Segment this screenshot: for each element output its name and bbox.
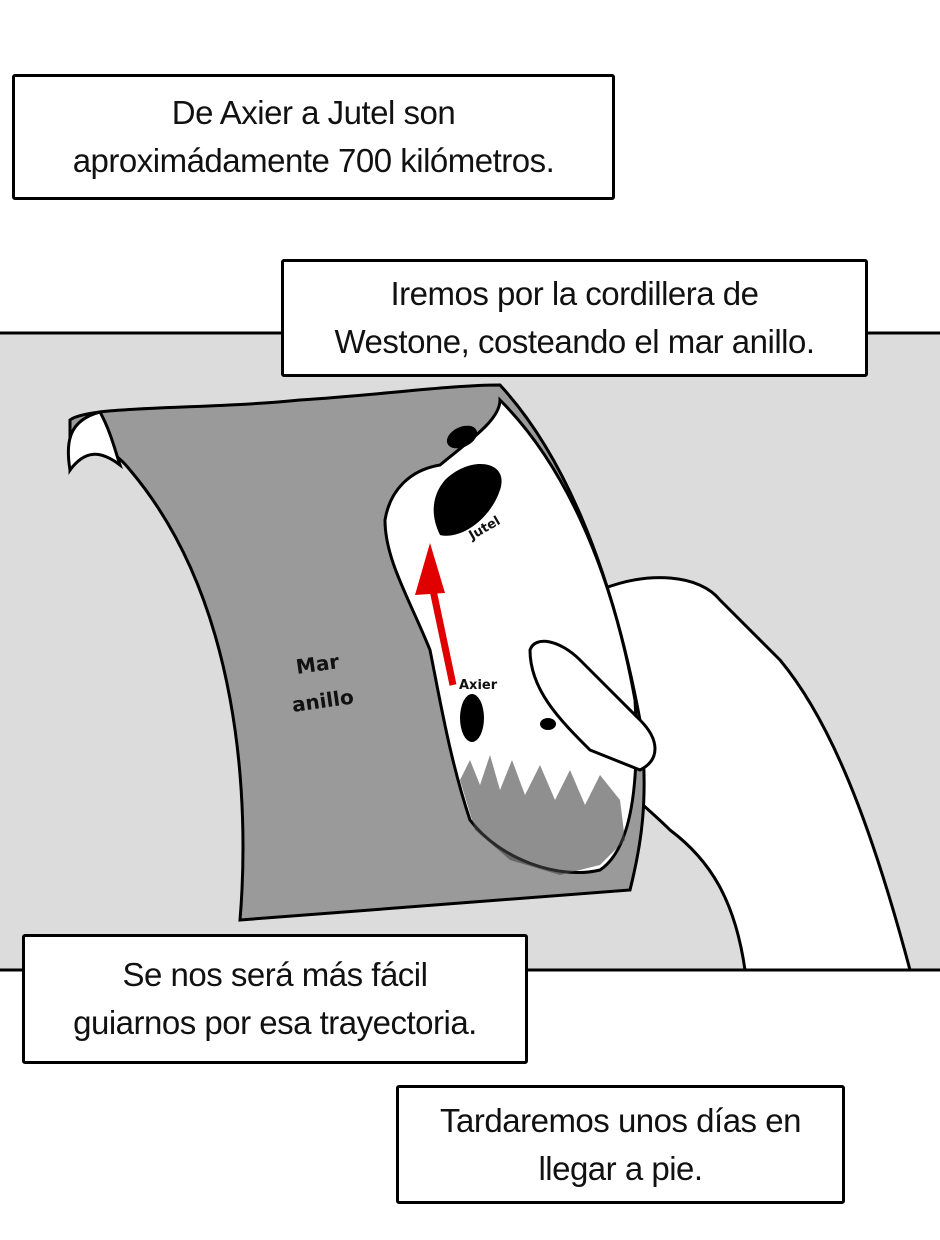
caption-line: Se nos será más fácil <box>122 956 428 994</box>
caption-line: llegar a pie. <box>538 1149 703 1187</box>
origin-label: Axier <box>459 678 498 693</box>
caption-line: Tardaremos unos días en <box>440 1101 801 1139</box>
caption-line: De Axier a Jutel son <box>171 94 456 132</box>
route-arrow <box>429 589 457 686</box>
caption-3: Se nos será más fácil guiarnos por esa tr… <box>22 934 528 1064</box>
caption-2: Iremos por la cordillera de Westone, cost… <box>281 259 868 377</box>
caption-4: Tardaremos unos días en llegar a pie. <box>396 1085 845 1204</box>
caption-1: De Axier a Jutel son aproximádamente 700 … <box>12 74 615 200</box>
sea-label: Mar <box>294 649 340 679</box>
caption-line: Westone, costeando el mar anillo. <box>334 323 816 360</box>
caption-line: aproximádamente 700 kilómetros. <box>72 142 555 179</box>
caption-line: guiarnos por esa trayectoria. <box>73 1004 477 1041</box>
caption-line: Iremos por la cordillera de <box>390 275 760 313</box>
